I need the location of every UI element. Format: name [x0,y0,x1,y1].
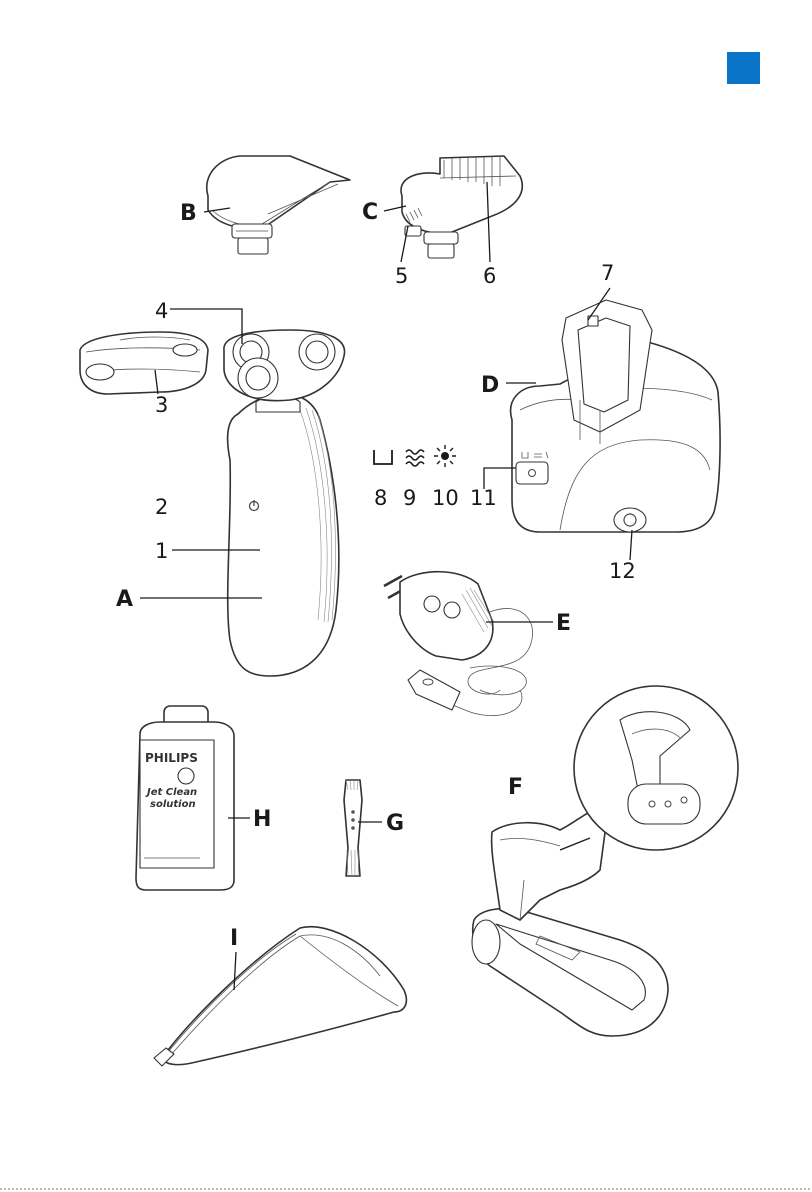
beard-styler-attachment [401,156,522,258]
label-11: 11 [470,486,497,510]
label-H: H [253,807,271,832]
sun-dry-icon [434,445,456,467]
label-1: 1 [155,539,168,563]
bottle-product-line1: Jet Clean [145,787,197,798]
page-tab-marker [727,52,760,84]
jet-clean-system [511,300,720,532]
bottle-product-line2: solution [150,799,196,810]
bottle-brand: PHILIPS [145,751,198,765]
label-6: 6 [483,264,496,288]
label-3: 3 [155,393,168,417]
label-8: 8 [374,486,387,510]
label-10: 10 [432,486,459,510]
label-7: 7 [601,261,614,285]
label-A: A [116,587,133,612]
power-adapter [384,572,533,716]
protection-cap [80,332,208,394]
label-4: 4 [155,299,168,323]
label-12: 12 [609,559,636,583]
precision-trimmer-attachment [207,156,350,254]
label-E: E [556,611,571,636]
label-2: 2 [155,495,168,519]
label-I: I [230,926,238,951]
label-F: F [508,775,523,800]
label-C: C [362,200,378,225]
label-9: 9 [403,486,416,510]
label-D: D [481,373,499,398]
label-5: 5 [395,264,408,288]
cleaning-brush [344,780,362,876]
liquid-waves-icon [406,450,424,466]
cleaning-cup-icon [374,450,392,464]
cleaning-solution-bottle: PHILIPS Jet Clean solution [136,706,234,890]
label-B: B [180,201,197,226]
label-G: G [386,811,404,836]
shaver-handle [228,394,339,676]
travel-pouch [154,927,406,1066]
